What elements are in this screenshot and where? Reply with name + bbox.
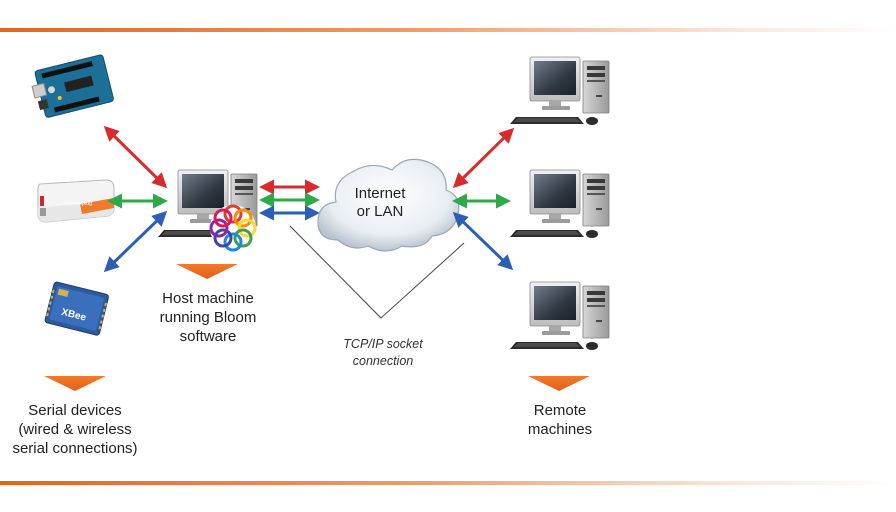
bottom-accent-rule — [0, 481, 896, 485]
remote-pointer-triangle — [528, 376, 590, 391]
internet-cloud-icon — [317, 158, 460, 252]
remote-link-red-arrow — [452, 127, 515, 189]
xbee-module-icon — [44, 281, 109, 336]
remote-machines-label: Remote machines — [527, 402, 593, 438]
remote-link-blue-arrow — [452, 211, 514, 271]
serial-devices-label: Serial devices (wired & wireless serial … — [12, 402, 138, 457]
plug-logo-text: sheevaplug — [64, 201, 92, 207]
tcp-connection-label: TCP/IP socket connection — [343, 337, 423, 368]
remote-computer-icon — [509, 56, 610, 126]
arduino-board-icon — [31, 54, 114, 118]
serial-link-blue-arrow — [103, 210, 168, 273]
remote-computer-icon — [509, 281, 610, 351]
bloom-logo-icon — [209, 204, 257, 252]
serial-link-red-arrow — [103, 125, 168, 189]
top-accent-rule — [0, 28, 896, 32]
host-pointer-triangle — [176, 264, 238, 279]
serial-pointer-triangle — [44, 376, 106, 391]
tcp-connection-lines — [289, 225, 465, 319]
remote-computer-icon — [509, 169, 610, 239]
cloud-label: Internet or LAN — [354, 185, 406, 220]
host-label: Host machine running Bloom software — [159, 290, 257, 345]
